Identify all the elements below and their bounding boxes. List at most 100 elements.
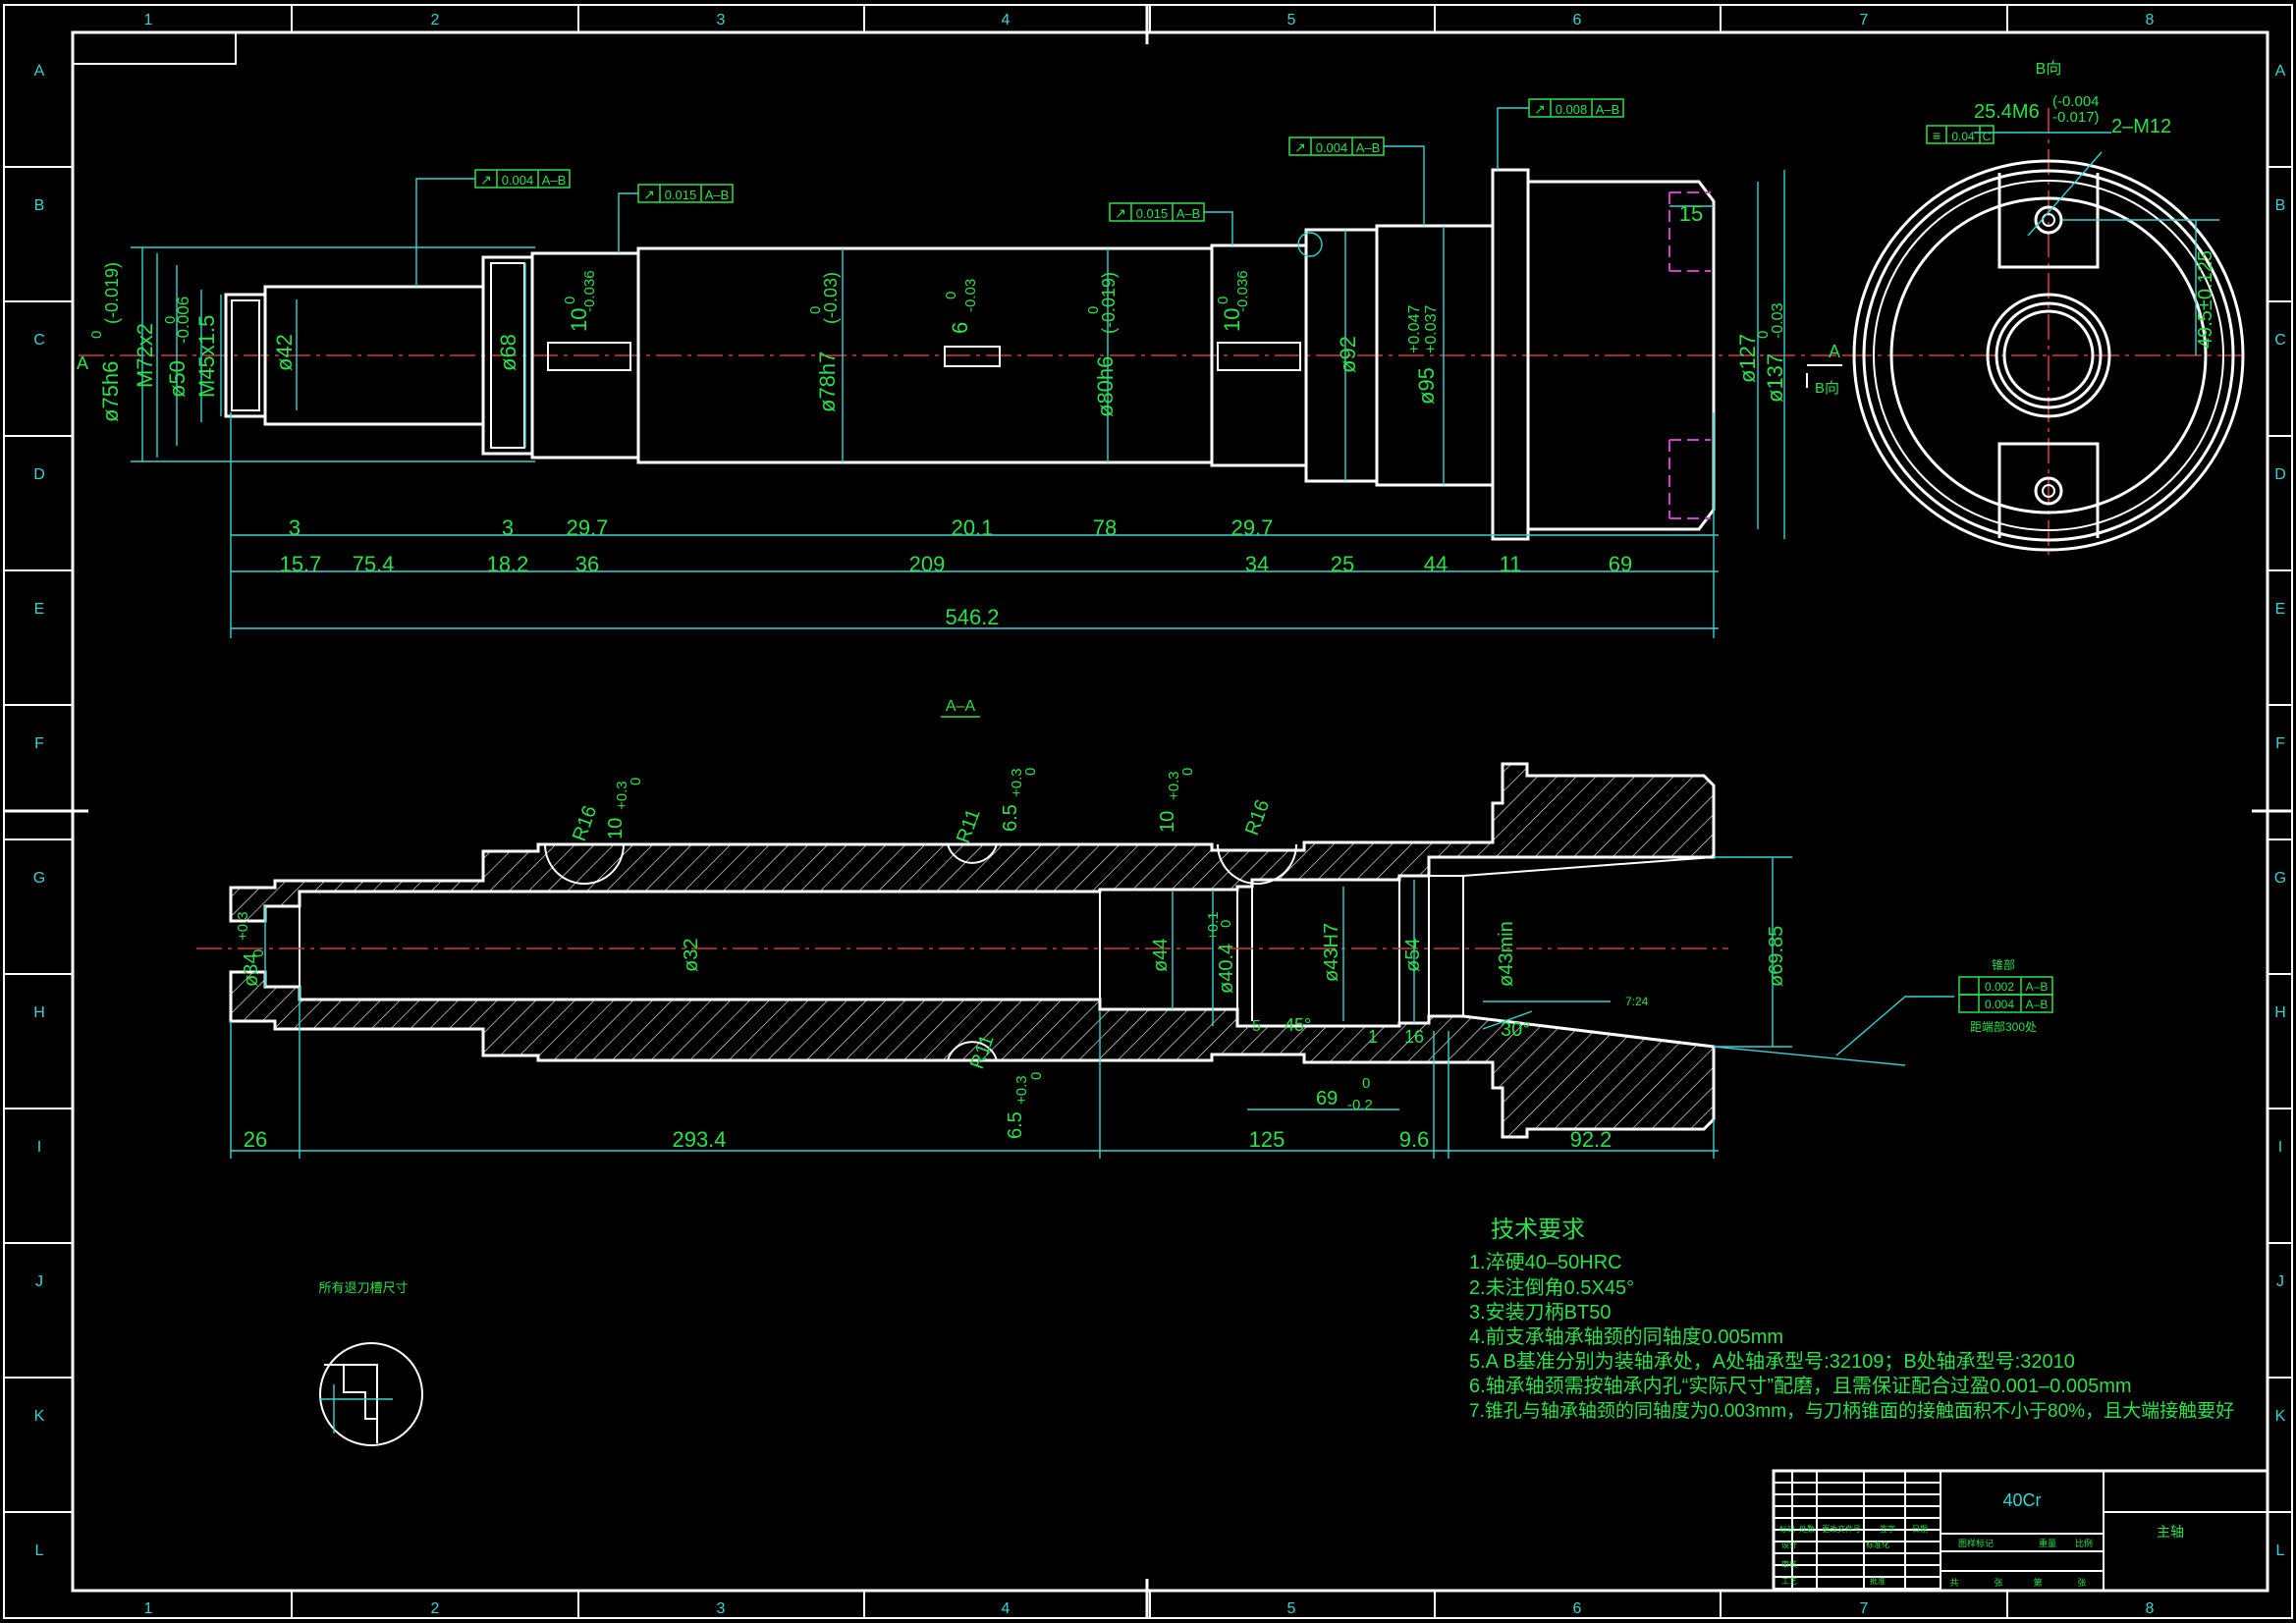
sec-len69: 69 xyxy=(1316,1088,1338,1109)
thread-tol-b: -0.017) xyxy=(2052,109,2100,126)
dim-d80-tol: (-0.019) xyxy=(1099,272,1119,334)
detail-label: 所有退刀槽尺寸 xyxy=(318,1280,408,1295)
svg-text:A–B: A–B xyxy=(1596,102,1620,117)
svg-text:A–B: A–B xyxy=(2026,980,2049,994)
dim-209: 209 xyxy=(909,552,946,576)
frame-column-labels-bottom: 1 2 3 4 5 6 7 8 xyxy=(144,1600,2155,1617)
part-name: 主轴 xyxy=(2157,1524,2184,1540)
dim-d50: ø50 xyxy=(165,360,190,398)
svg-text:↗: ↗ xyxy=(1115,205,1126,221)
dim-zero: 0 xyxy=(1028,1072,1045,1080)
svg-text:0.004: 0.004 xyxy=(1316,140,1348,155)
svg-text:0.04: 0.04 xyxy=(1951,130,1975,143)
tb-row: 批准 xyxy=(1870,1576,1886,1586)
dim-20-1: 20.1 xyxy=(952,515,994,540)
keyways xyxy=(547,342,1301,371)
dim-15: 15 xyxy=(1679,201,1703,226)
frame-row-labels: A B C D E F G H I J K L A B C D E F G H … xyxy=(33,63,2286,1559)
keyway-1: 10 xyxy=(567,308,591,332)
sec-d40-tol: +0.1 xyxy=(1205,911,1222,941)
dim-zero: 0 xyxy=(1755,331,1772,339)
row-label: D xyxy=(33,466,45,483)
dim-zero: 0 xyxy=(250,949,267,957)
tb-header: 签字 xyxy=(1880,1524,1895,1534)
section-mark-right: A xyxy=(1829,342,1840,361)
dim-15-7: 15.7 xyxy=(280,552,322,576)
dim-3b: 3 xyxy=(502,515,514,540)
row-label: A xyxy=(34,63,45,80)
dim-m45: M45x1.5 xyxy=(194,315,219,398)
row-label: L xyxy=(35,1542,44,1559)
groove-w2-tol: +0.3 xyxy=(1009,768,1025,797)
tb-row: 设计 xyxy=(1781,1540,1797,1549)
sec-d54: ø54 xyxy=(1402,939,1424,972)
row-label: G xyxy=(33,870,45,887)
svg-text:0.008: 0.008 xyxy=(1556,102,1588,117)
section-title: A–A xyxy=(946,698,976,715)
groove-w4: 6.5 xyxy=(1005,1111,1026,1139)
sec-d34-tol: +0.3 xyxy=(235,911,251,941)
row-label: K xyxy=(2275,1408,2286,1425)
svg-text:距端部300处: 距端部300处 xyxy=(1970,1019,2037,1034)
col-label: 7 xyxy=(1860,1600,1869,1617)
dim-d80: ø80h6 xyxy=(1093,356,1118,417)
svg-text:A–B: A–B xyxy=(705,188,730,202)
row-label: I xyxy=(2278,1139,2282,1156)
tb-right: 张 xyxy=(1994,1578,2002,1588)
shaft-outline xyxy=(224,168,1716,541)
col-label: 4 xyxy=(1002,1600,1011,1617)
row-label: A xyxy=(2275,63,2286,80)
dim-3a: 3 xyxy=(289,515,301,540)
end-view-title: B向 xyxy=(2036,60,2062,78)
col-label: 8 xyxy=(2146,12,2155,28)
tb-row: 工艺 xyxy=(1781,1577,1797,1586)
svg-text:0.002: 0.002 xyxy=(1985,980,2014,994)
dim-zero: 0 xyxy=(807,306,824,314)
sec-d43h7: ø43H7 xyxy=(1321,923,1342,982)
dim-d95: ø95 xyxy=(1414,367,1439,405)
shaft-top-view: ø75h6 (-0.019) M72x2 ø50 -0.006 M45x1.5 … xyxy=(77,98,1846,638)
col-label: 2 xyxy=(431,1600,440,1617)
dim-18-2: 18.2 xyxy=(487,552,529,576)
sec-small-1: 1 xyxy=(1368,1027,1378,1047)
col-label: 1 xyxy=(144,1600,153,1617)
sec-taper: 7:24 xyxy=(1625,995,1649,1008)
note-7: 7.锥孔与轴承轴颈的同轴度为0.003mm，与刀柄锥面的接触面积不小于80%，且… xyxy=(1469,1400,2234,1422)
thread-tol-a: (-0.004 xyxy=(2052,93,2100,110)
note-1: 1.淬硬40–50HRC xyxy=(1469,1251,1622,1273)
svg-text:A–B: A–B xyxy=(542,173,567,188)
col-label: 6 xyxy=(1573,12,1582,28)
svg-text:锥部: 锥部 xyxy=(1992,957,2015,972)
keyway-3: 10 xyxy=(1220,308,1244,332)
view-mark-b: B向 xyxy=(1815,380,1839,397)
row-label: E xyxy=(2275,601,2286,618)
row-label: F xyxy=(2275,735,2285,752)
note-4: 4.前支承轴承轴颈的同轴度0.005mm xyxy=(1469,1325,1783,1348)
svg-text:A–B: A–B xyxy=(2026,998,2049,1011)
sec-d32: ø32 xyxy=(681,939,702,972)
dim-d50-tol: -0.006 xyxy=(174,297,192,344)
dim-zero: 0 xyxy=(1022,768,1039,776)
holes-label: 2–M12 xyxy=(2111,116,2171,137)
section-mark-left: A xyxy=(77,353,88,373)
gdt-frame-4: ↗ 0.004 A–B xyxy=(1288,136,1425,226)
dim-78: 78 xyxy=(1093,515,1117,540)
dim-zero: 0 xyxy=(1362,1075,1370,1092)
sec-len69-tol: -0.2 xyxy=(1347,1097,1373,1113)
dim-75-4: 75.4 xyxy=(353,552,395,576)
svg-text:↗: ↗ xyxy=(480,172,492,188)
dim-zero: 0 xyxy=(628,778,644,785)
dim-zero: 0 xyxy=(88,331,105,339)
sec-d69: ø69.85 xyxy=(1766,926,1787,987)
dim-36: 36 xyxy=(575,552,599,576)
section-view: A–A xyxy=(196,698,2053,1159)
col-label: 2 xyxy=(431,12,440,28)
tb-right: 重量 xyxy=(2039,1538,2056,1548)
keyway-2: 6 xyxy=(948,322,972,334)
col-label: 5 xyxy=(1287,12,1296,28)
row-label: G xyxy=(2274,870,2286,887)
dim-zero: 0 xyxy=(1215,297,1231,304)
col-label: 3 xyxy=(717,1600,726,1617)
tb-right: 共 xyxy=(1949,1578,1958,1588)
